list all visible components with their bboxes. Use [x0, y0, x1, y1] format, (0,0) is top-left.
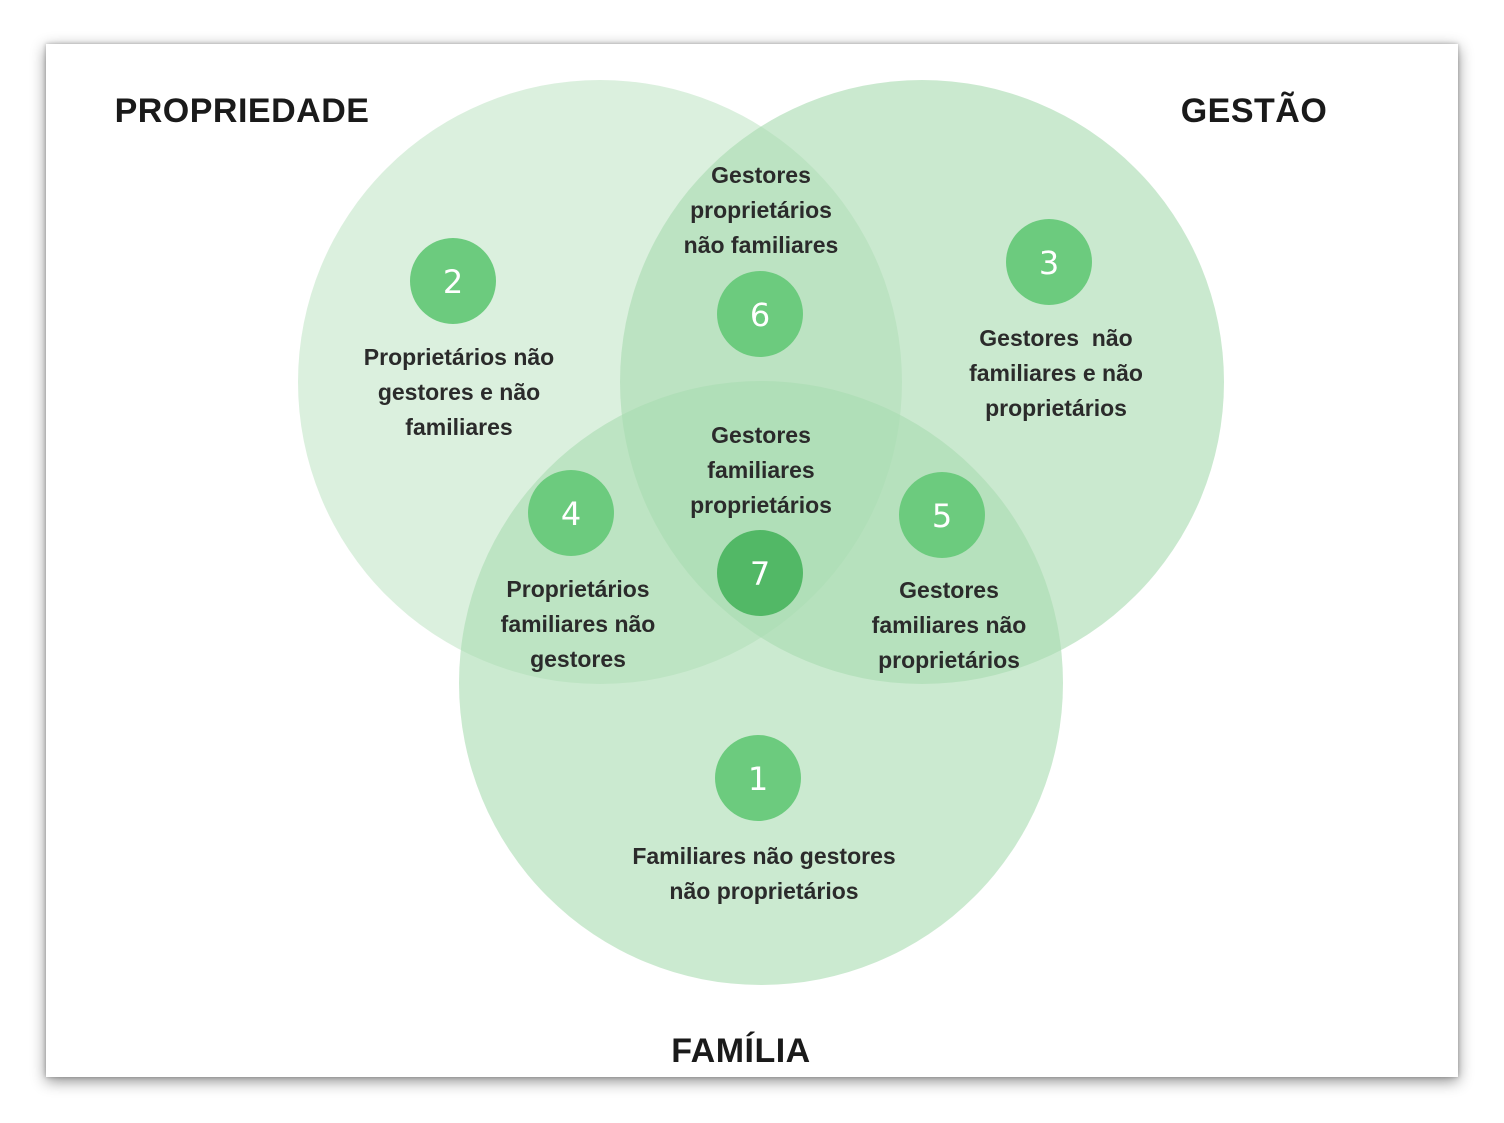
- region-4-label-line-2: familiares não: [501, 611, 656, 637]
- region-3-badge: [1006, 219, 1092, 305]
- region-7-label-line-1: Gestores: [711, 422, 811, 448]
- region-4: 4 Proprietários familiares não gestores: [501, 470, 656, 672]
- region-7: Gestores familiares proprietários 7: [690, 422, 832, 616]
- region-2-label-line-1: Proprietários não: [364, 344, 554, 370]
- region-5: 5 Gestores familiares não proprietários: [872, 472, 1027, 673]
- region-4-label-line-1: Proprietários: [506, 576, 649, 602]
- region-7-badge: [717, 530, 803, 616]
- region-2: 2 Proprietários não gestores e não famil…: [364, 238, 554, 440]
- set-title-familia: FAMÍLIA: [671, 1032, 810, 1070]
- region-6-badge: [717, 271, 803, 357]
- region-3-label-line-3: proprietários: [985, 395, 1127, 421]
- region-4-label-line-3: gestores: [530, 646, 626, 672]
- region-3-label-line-2: familiares e não: [969, 360, 1143, 386]
- region-2-label-line-3: familiares: [405, 414, 512, 440]
- region-1-badge: [715, 735, 801, 821]
- region-6-number: 6: [750, 296, 770, 334]
- region-3-number: 3: [1039, 244, 1059, 282]
- region-6-label-line-3: não familiares: [684, 232, 839, 258]
- region-2-number: 2: [443, 263, 463, 301]
- region-5-label-line-3: proprietários: [878, 647, 1020, 673]
- region-1-label-line-1: Familiares não gestores: [632, 843, 895, 869]
- region-6-label-line-1: Gestores: [711, 162, 811, 188]
- region-5-number: 5: [932, 497, 952, 535]
- region-7-label-line-2: familiares: [707, 457, 814, 483]
- region-1-number: 1: [748, 760, 768, 798]
- region-6: Gestores proprietários não familiares 6: [684, 162, 839, 357]
- region-4-badge: [528, 470, 614, 556]
- region-4-number: 4: [561, 495, 581, 533]
- region-5-label-line-2: familiares não: [872, 612, 1027, 638]
- region-1: 1 Familiares não gestores não proprietár…: [632, 735, 896, 904]
- region-3-label-line-1: Gestores não: [979, 325, 1132, 351]
- set-title-gestao: GESTÃO: [1181, 92, 1328, 130]
- region-6-label-line-2: proprietários: [690, 197, 832, 223]
- region-2-badge: [410, 238, 496, 324]
- set-title-propriedade: PROPRIEDADE: [115, 92, 370, 130]
- region-7-number: 7: [750, 555, 770, 593]
- region-5-label-line-1: Gestores: [899, 577, 999, 603]
- region-3: 3 Gestores não familiares e não propriet…: [969, 219, 1143, 421]
- region-7-label-line-3: proprietários: [690, 492, 832, 518]
- region-2-label-line-2: gestores e não: [378, 379, 540, 405]
- region-1-label-line-2: não proprietários: [669, 878, 858, 904]
- region-5-badge: [899, 472, 985, 558]
